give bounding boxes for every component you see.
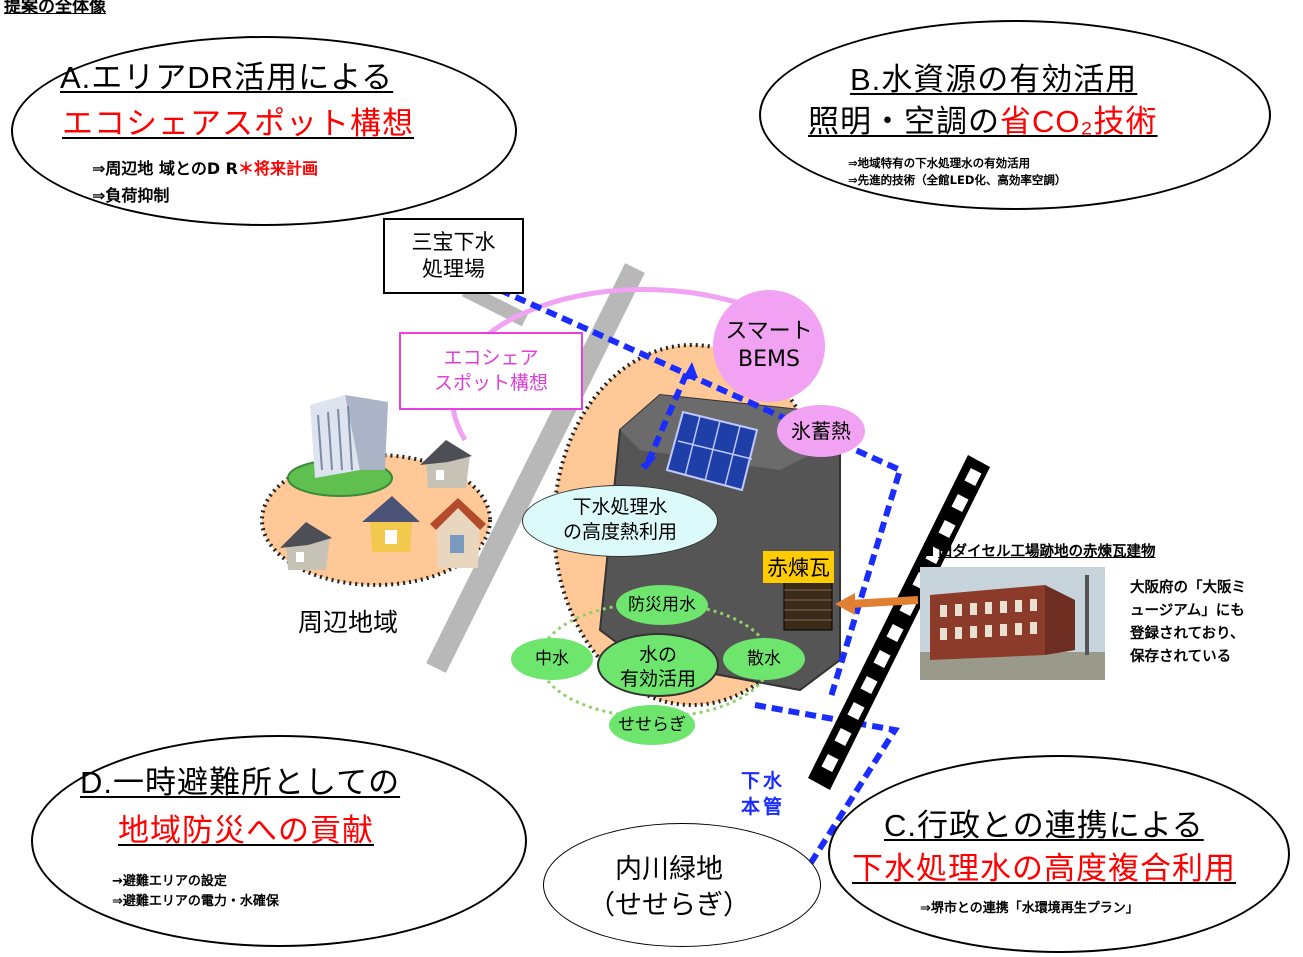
greenbelt-label: 内川緑地 （せせらぎ） — [588, 854, 750, 921]
section-a-ellipse — [11, 36, 517, 226]
sewer-line-1 — [498, 287, 904, 701]
smart-bems-bubble: スマート BEMS — [713, 290, 825, 402]
sewage-heat-bubble: 下水処理水 の高度熱利用 — [522, 485, 718, 557]
arrow-head-1 — [640, 455, 658, 470]
grey-water-bubble: 中水 — [511, 638, 593, 680]
main-sewer-label: 下水 本管 — [741, 770, 786, 818]
page-title: 提案の全体像 — [4, 0, 106, 17]
section-d-heading: D.一時避難所としての — [80, 765, 401, 800]
surrounding-area-label: 周辺地域 — [298, 608, 399, 637]
section-c-heading: C.行政との連携による — [884, 808, 1204, 843]
house-icon — [420, 440, 472, 488]
section-d-subheading: 地域防災への貢献 — [118, 813, 374, 848]
section-b-subheading: 照明・空調の省CO₂技術 — [808, 96, 1158, 141]
section-a-bullet-1-text: ⇒周辺地 域とのD R — [92, 159, 238, 178]
future-plan-note: ＊将来計画 — [238, 159, 319, 178]
red-brick-building-photo — [920, 567, 1105, 680]
house-icon-3 — [362, 496, 420, 552]
section-b-heading: B.水資源の有効活用 — [850, 62, 1138, 97]
ecoshare-box: エコシェア スポット構想 — [399, 332, 583, 410]
water-center-bubble: 水の 有効活用 — [597, 633, 719, 697]
section-a-heading: A.エリアDR活用による — [60, 60, 394, 95]
ice-storage-bubble: 氷蓄熱 — [777, 405, 865, 457]
section-b-subheading-red: 省CO₂技術 — [1000, 104, 1158, 139]
section-d-bullet-1: →避難エリアの設定 — [112, 874, 227, 889]
section-c-bullet-1: ⇒堺市との連携「水環境再生プラン」 — [920, 901, 1139, 916]
section-c-subheading: 下水処理水の高度複合利用 — [852, 851, 1236, 886]
section-d-ellipse — [31, 735, 527, 947]
brick-arrow — [849, 596, 919, 608]
house-icon-4 — [430, 498, 486, 568]
solar-panel-icon — [665, 410, 759, 492]
section-b-subheading-black: 照明・空調の — [808, 104, 1000, 139]
arrow-head-2 — [682, 362, 698, 380]
house-icon-2 — [280, 522, 332, 570]
section-a-bullet-1: ⇒周辺地 域とのD R＊将来計画 — [92, 155, 318, 179]
red-brick-label: 赤煉瓦 — [763, 551, 834, 583]
section-b-bullet-2: ⇒先進的技術（全館LED化、高効率空調） — [848, 173, 1067, 187]
brick-icon — [783, 579, 833, 631]
sprinkling-bubble: 散水 — [723, 638, 805, 680]
photo-caption: 旧ダイセル工場跡地の赤煉瓦建物 — [938, 544, 1156, 560]
section-a-subheading: エコシェアスポット構想 — [62, 106, 414, 141]
section-c-ellipse — [828, 755, 1290, 953]
section-b-bullet-1: ⇒地域特有の下水処理水の有効活用 — [848, 156, 1031, 170]
stream-bubble: せせらぎ — [609, 705, 695, 745]
section-d-bullet-2: ⇒避難エリアの電力・水確保 — [112, 894, 279, 909]
section-a-bullet-2: ⇒負荷抑制 — [92, 186, 170, 205]
greenbelt-ellipse — [543, 823, 821, 947]
photo-note: 大阪府の「大阪ミ ュージアム」にも 登録されており、 保存されている — [1130, 580, 1246, 665]
caption-marker — [924, 543, 933, 556]
disaster-water-bubble: 防災用水 — [616, 585, 708, 625]
sewer-line-2 — [754, 702, 900, 882]
railway-icon — [808, 455, 990, 790]
sewage-plant-box: 三宝下水 処理場 — [383, 218, 524, 294]
tower-building-icon — [287, 395, 393, 497]
section-b-ellipse — [759, 20, 1271, 210]
